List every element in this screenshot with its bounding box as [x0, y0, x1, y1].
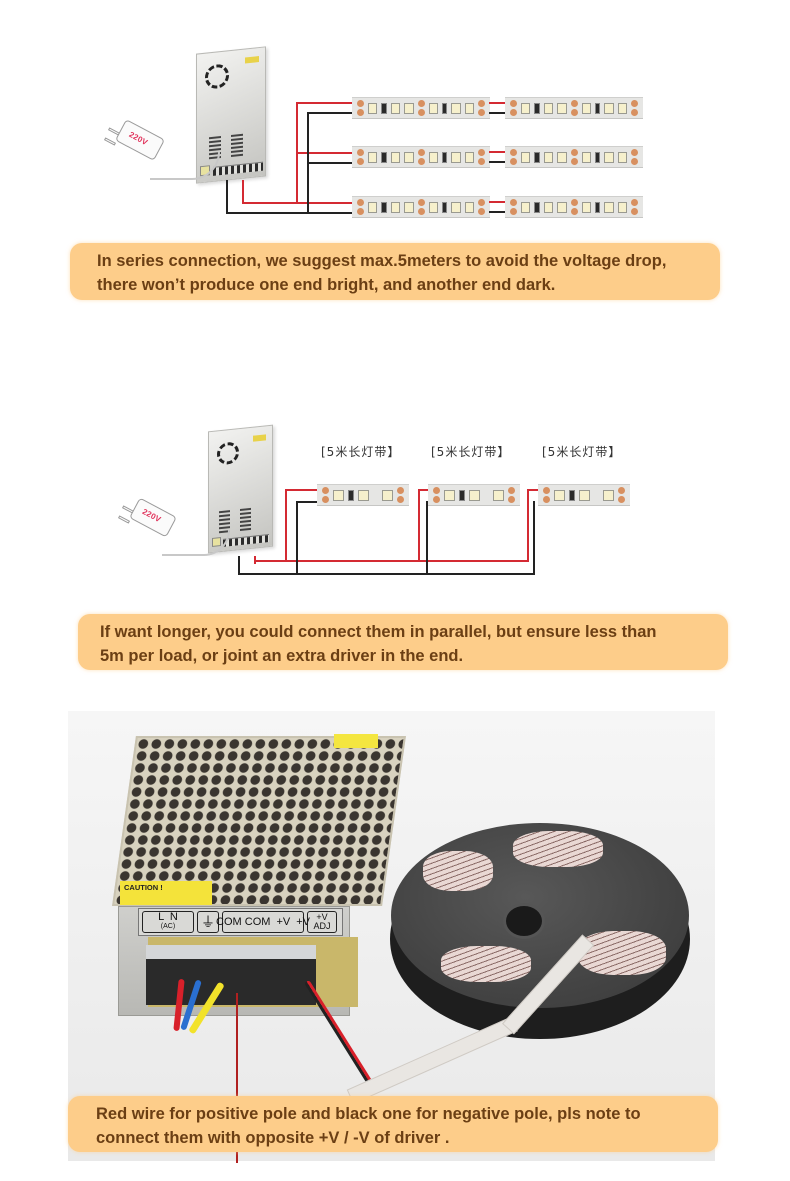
terminal-block: [146, 945, 316, 1005]
led-strip: [352, 97, 490, 119]
terminal-label-bar: L N (AC) ⏚ COM COM +V +V +V ADJ: [138, 908, 343, 936]
negative-wire: [238, 573, 534, 575]
callout-line: Red wire for positive pole and black one…: [96, 1105, 641, 1123]
positive-wire: [489, 151, 507, 153]
product-photo: CAUTION ! L N (AC) ⏚ COM COM +V +V +V AD…: [68, 711, 715, 1161]
reel-window: [441, 946, 531, 982]
negative-wire: [489, 161, 507, 163]
callout-line: 5m per load, or joint an extra driver in…: [100, 647, 464, 665]
positive-wire: [242, 202, 354, 204]
led-strip: [317, 484, 409, 506]
plug-prong: [103, 137, 117, 146]
positive-wire: [418, 489, 420, 562]
positive-wire: [527, 489, 529, 562]
reel-window: [513, 831, 603, 867]
positive-wire: [489, 102, 507, 104]
positive-wire: [285, 489, 287, 562]
plug-voltage-label: 220V: [140, 507, 163, 525]
plug-prong: [117, 515, 131, 524]
callout-line: there won’t produce one end bright, and …: [97, 276, 556, 294]
negative-wire: [533, 501, 535, 575]
caution-sticker: CAUTION !: [120, 881, 212, 905]
negative-wire: [489, 112, 507, 114]
led-strip: [428, 484, 520, 506]
unrolled-led-strip: [346, 1016, 518, 1105]
strip-length-label: [5米长灯带】: [321, 445, 401, 459]
callout-line: In series connection, we suggest max.5me…: [97, 252, 667, 270]
positive-wire: [285, 489, 318, 491]
wiring-callout: Red wire for positive pole and black one…: [68, 1096, 718, 1152]
caution-label: CAUTION !: [124, 883, 163, 892]
strip-length-label: [5米长灯带】: [542, 445, 622, 459]
positive-wire: [254, 560, 528, 562]
negative-wire: [426, 501, 428, 575]
negative-wire: [226, 180, 228, 214]
positive-wire: [418, 489, 430, 491]
positive-wire: [242, 180, 244, 204]
reel-window: [578, 931, 666, 975]
positive-wire: [296, 102, 354, 104]
vent-icon: [240, 507, 251, 532]
parallel-callout: If want longer, you could connect them i…: [78, 614, 728, 670]
fan-icon: [205, 63, 229, 90]
ac-terminal-label: L N (AC): [142, 911, 194, 933]
adj-terminal-label: +V ADJ: [307, 911, 337, 933]
negative-wire: [226, 212, 354, 214]
output-terminal-label: COM COM +V +V: [216, 911, 310, 933]
negative-wire: [238, 556, 240, 574]
led-strip: [505, 146, 643, 168]
terminal-block: [213, 161, 263, 176]
divider-line: [236, 993, 238, 1163]
series-callout: In series connection, we suggest max.5me…: [70, 243, 720, 300]
vent-icon: [231, 133, 243, 157]
positive-wire: [489, 201, 507, 203]
positive-wire: [527, 489, 539, 491]
ground-icon: ⏚: [197, 911, 219, 933]
plug-voltage-label: 220V: [127, 129, 150, 148]
callout-line: connect them with opposite +V / -V of dr…: [96, 1129, 450, 1147]
psu-label: [253, 434, 266, 442]
reel-hub: [503, 903, 545, 939]
fan-icon: [217, 441, 239, 466]
psu-label: [245, 56, 259, 64]
led-strip: [505, 196, 643, 218]
negative-wire: [307, 112, 354, 114]
led-strip: [505, 97, 643, 119]
negative-wire: [307, 162, 354, 164]
negative-wire: [296, 501, 318, 503]
led-strip: [352, 196, 490, 218]
led-strip: [352, 146, 490, 168]
psu-sticker: [334, 734, 378, 748]
callout-line: If want longer, you could connect them i…: [100, 623, 657, 641]
strip-length-label: [5米长灯带】: [431, 445, 511, 459]
negative-wire: [296, 501, 298, 575]
led-strip: [538, 484, 630, 506]
reel-window: [423, 851, 493, 891]
positive-wire: [296, 152, 354, 154]
terminal-block: [223, 534, 269, 547]
negative-wire: [489, 211, 507, 213]
